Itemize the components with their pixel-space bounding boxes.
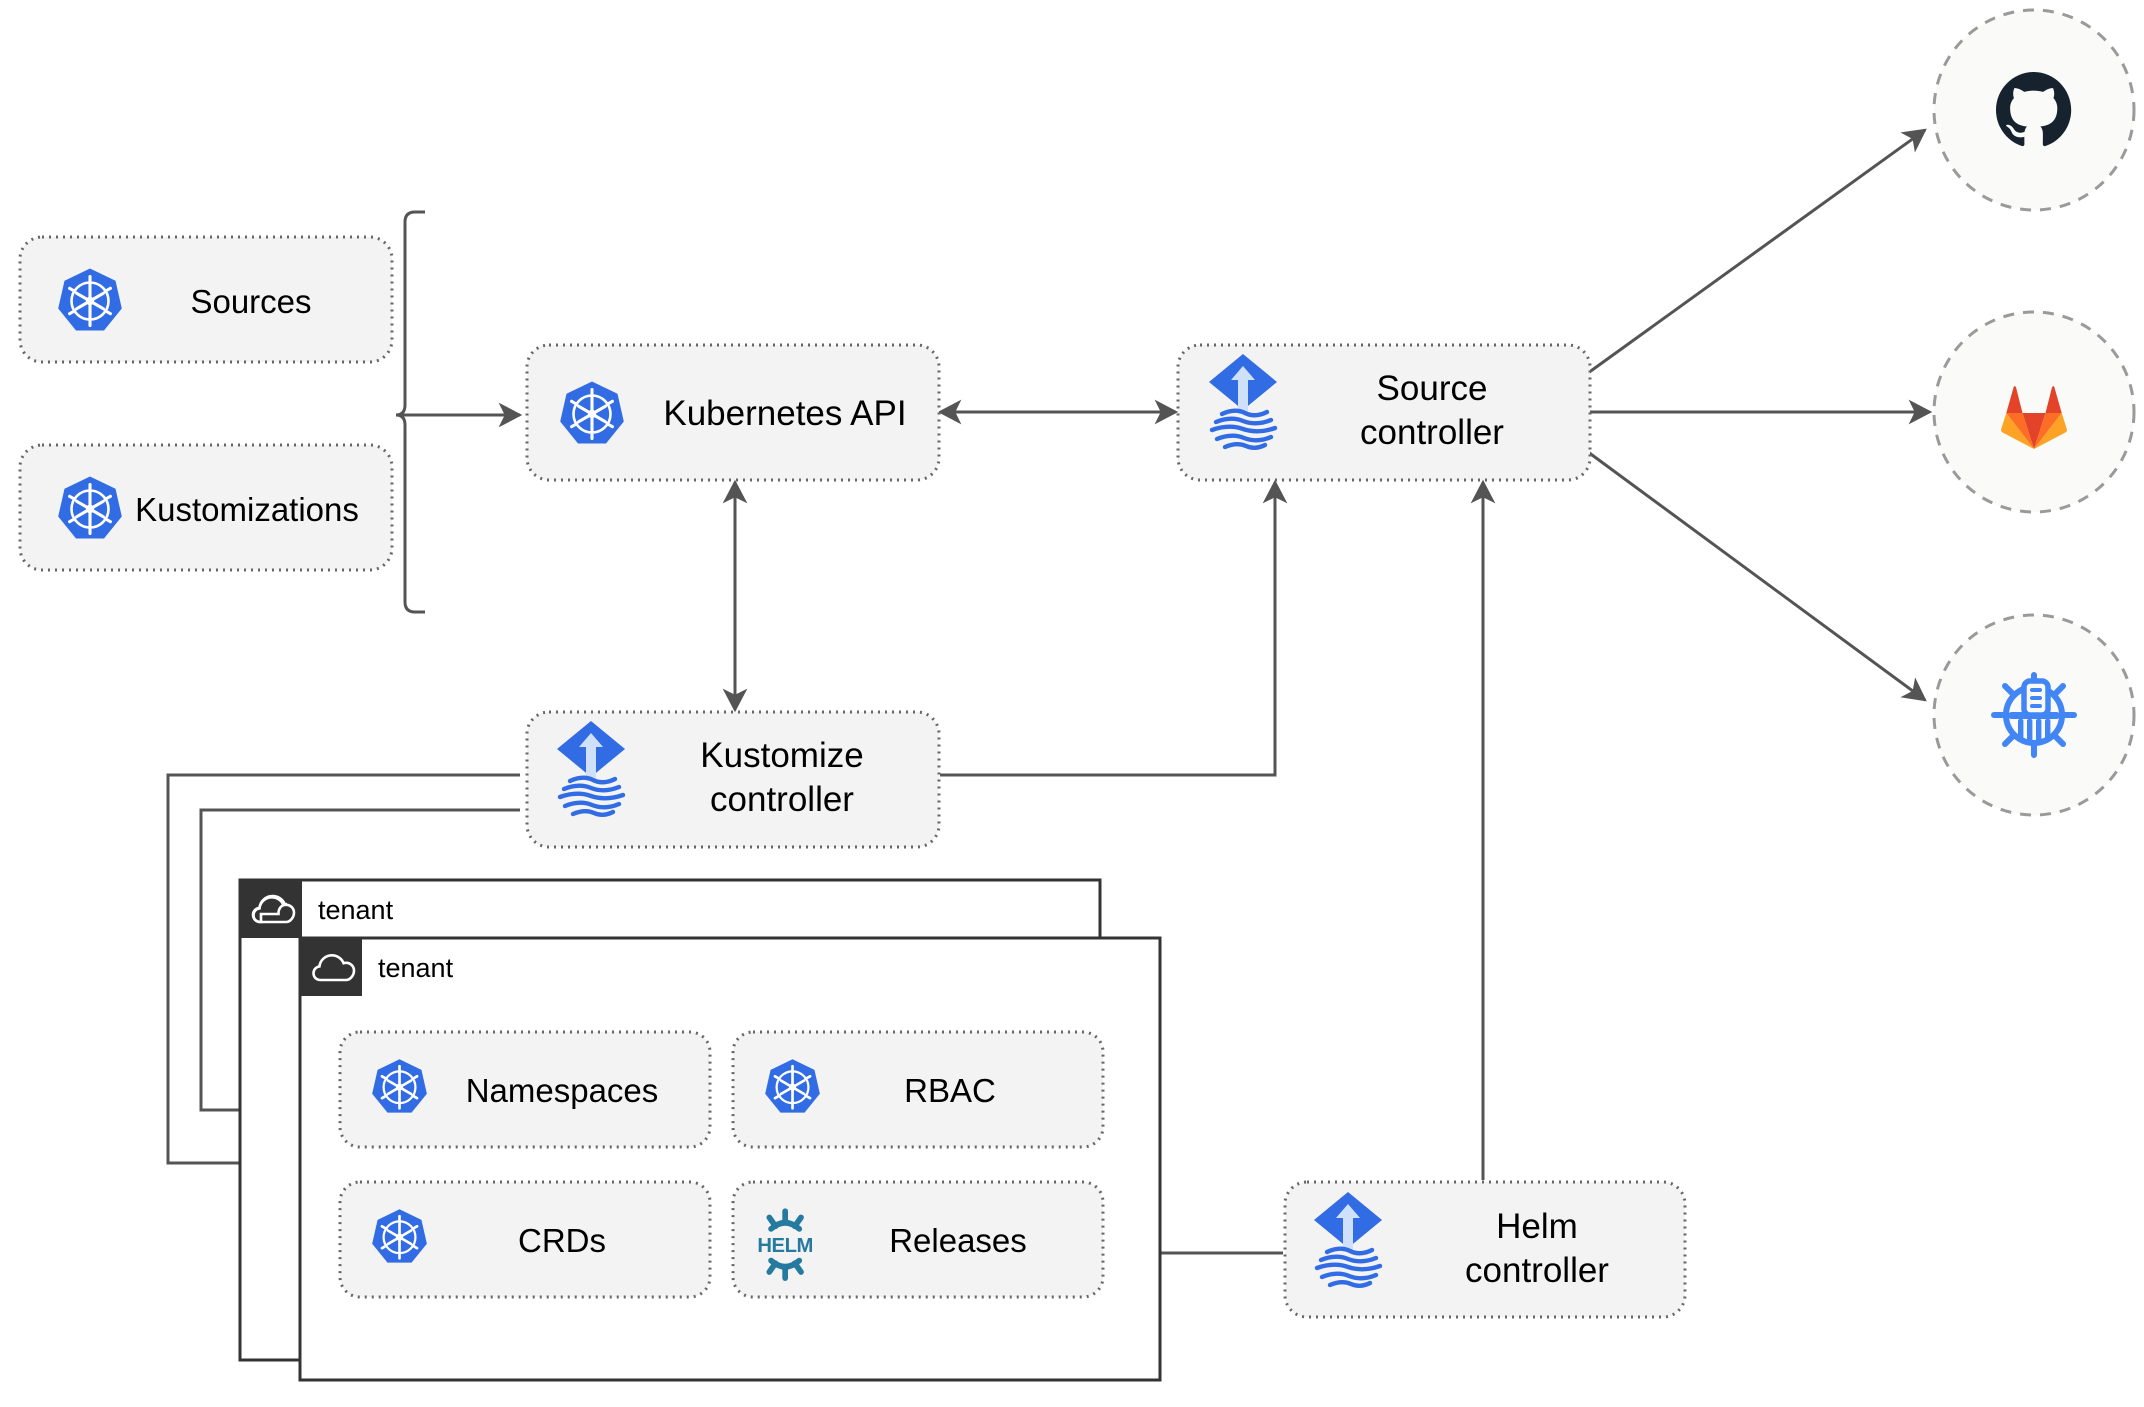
core-box-kustomize-controller-label-line2: controller [710,780,854,819]
core-box-kustomize-controller-label-line1: Kustomize [700,736,863,775]
tenant-resource-releases[interactable]: Releases [731,1180,1105,1299]
core-box-kustomize-controller[interactable]: Kustomize controller [525,710,941,849]
resource-box-kustomizations-label: Kustomizations [135,491,359,528]
tenant-resource-rbac[interactable]: RBAC [731,1030,1105,1149]
core-box-source-controller-label-line2: controller [1360,413,1504,452]
core-box-kubernetes-api[interactable]: Kubernetes API [525,343,941,482]
resource-box-sources[interactable]: Sources [18,235,394,364]
tenant-resource-namespaces-label: Namespaces [466,1072,659,1109]
tenant-resource-crds[interactable]: CRDs [338,1180,712,1299]
tenant-front-label: tenant [378,953,454,983]
tenant-resource-releases-label: Releases [889,1222,1027,1259]
core-box-kubernetes-api-label: Kubernetes API [663,394,906,433]
provider-circle-gitlab[interactable] [1932,310,2136,514]
core-box-source-controller[interactable]: Source controller [1176,343,1592,482]
core-box-helm-controller[interactable]: Helm controller [1283,1180,1687,1319]
core-box-source-controller-label-line1: Source [1377,369,1488,408]
tenant-resource-crds-label: CRDs [518,1222,606,1259]
wire-kustomize-to-tenant-back [166,773,520,1176]
tenant-back-label: tenant [318,895,394,925]
cloud-icon [312,953,356,982]
wire-source-to-github [1587,128,1927,375]
core-box-helm-controller-label-line1: Helm [1496,1207,1578,1246]
wire-kustomize-to-source-controller [940,479,1288,777]
tenant-resource-namespaces[interactable]: Namespaces [338,1030,712,1149]
wire-source-to-helm-repository [1587,450,1927,702]
provider-circle-github[interactable] [1932,8,2136,212]
resource-box-kustomizations[interactable]: Kustomizations [18,443,394,572]
provider-circle-helm-repository[interactable] [1932,613,2136,817]
resource-box-sources-label: Sources [190,283,311,320]
core-box-helm-controller-label-line2: controller [1465,1251,1609,1290]
cloud-icon [251,894,296,924]
tenant-container-front: tenant [298,936,1162,1382]
tenant-resource-rbac-label: RBAC [904,1072,996,1109]
helm-repository-icon [1994,675,2074,755]
